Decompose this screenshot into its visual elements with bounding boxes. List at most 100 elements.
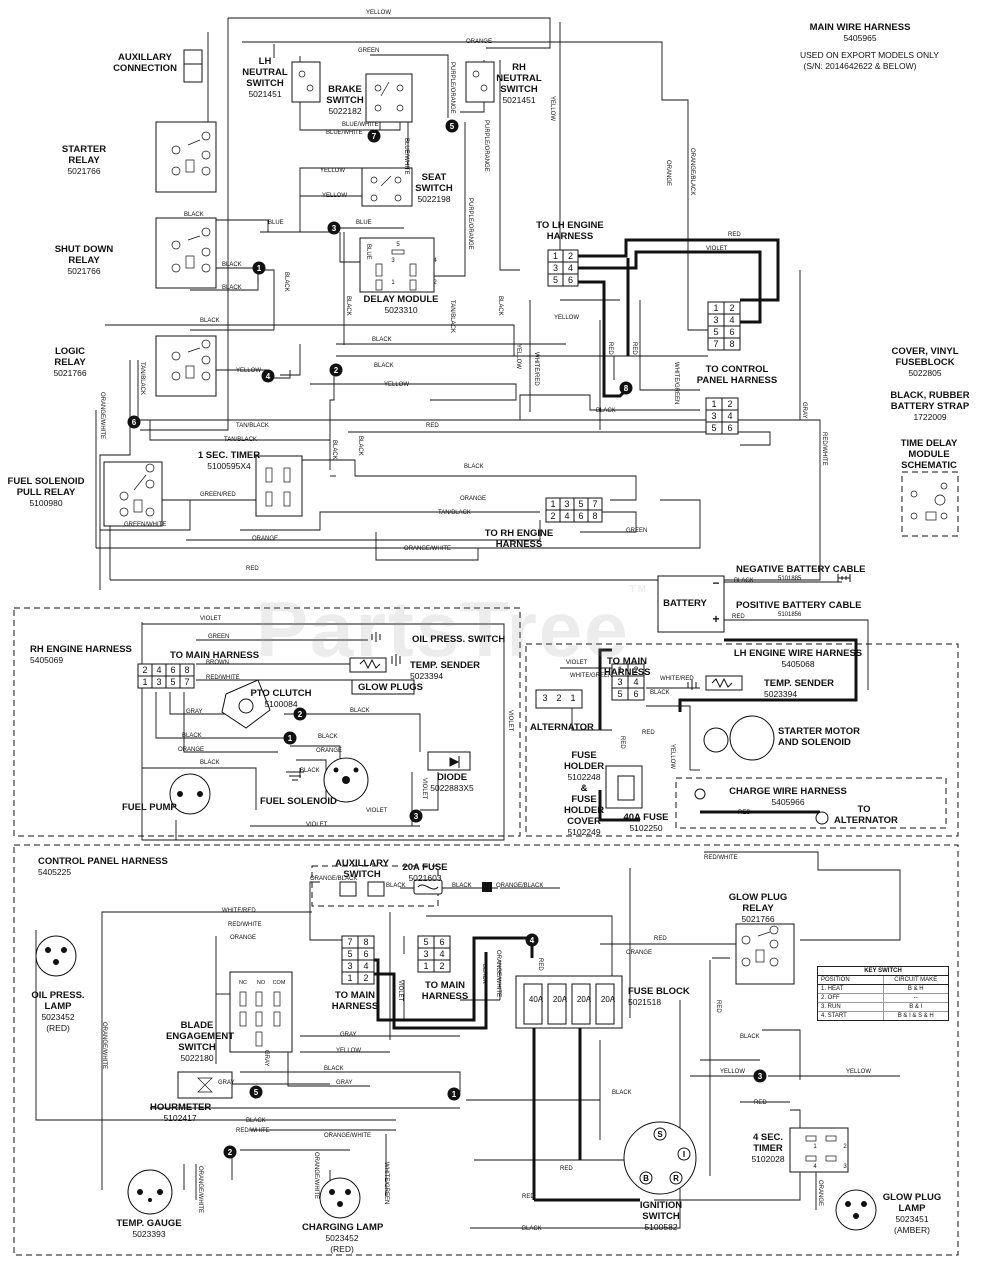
wire-label: BLACK — [734, 578, 754, 584]
wire-label: BLACK — [200, 760, 220, 766]
wire-label: RED — [654, 936, 667, 942]
wire-label: BLACK — [283, 272, 289, 292]
connector-pin: 4 — [156, 665, 162, 675]
junction-number: 3 — [332, 224, 337, 233]
wire-label: BLACK — [222, 262, 242, 268]
rh-engine-harness-label: RH ENGINE HARNESS 5405069 — [30, 644, 132, 665]
wire-label: BLACK — [612, 1090, 632, 1096]
wire-label: VIOLET — [397, 980, 403, 1002]
wire-label: GREEN — [208, 634, 230, 640]
junction-number: 1 — [288, 734, 293, 743]
junction-marker — [249, 1085, 263, 1099]
wire-label: RED/WHITE — [206, 675, 240, 681]
oil-press-lamp-label: OIL PRESS.LAMP 5023452 (RED) — [31, 990, 85, 1033]
connector-pin: 7 — [592, 499, 598, 509]
connector-pin: 20A — [552, 995, 568, 1004]
wire-label: ORANGE/WHITE — [313, 1152, 319, 1200]
wire-label: ORANGE/BLACK — [496, 883, 544, 889]
wire-label: TAN/BLACK — [449, 300, 455, 333]
junction-number: 2 — [298, 710, 303, 719]
ignition-terminal: S — [657, 1130, 663, 1139]
wire-label: TAN/BLACK — [224, 437, 257, 443]
connector-pin: 5 — [578, 499, 584, 509]
wire-label: BLACK — [357, 436, 363, 456]
connector-pin: 4 — [439, 949, 445, 959]
connector-pin: 1 — [550, 499, 556, 509]
junction-number: 6 — [132, 418, 137, 427]
connector-pin: 4 — [633, 677, 639, 687]
connector-pin: 4 — [363, 961, 369, 971]
wire-label: BLUE/WHITE — [326, 130, 363, 136]
wire-label: WHITE/RED — [533, 352, 539, 386]
wire-label: YELLOW — [236, 368, 262, 374]
connector-pin: 5 — [552, 275, 558, 285]
key-switch-row: 2. OFF-- — [818, 994, 948, 1003]
wire-label: RED — [522, 1194, 535, 1200]
wire-label: ORANGE — [252, 536, 279, 542]
connector-pin: 6 — [567, 275, 573, 285]
temp-gauge-label: TEMP. GAUGE 5023393 — [116, 1218, 182, 1239]
wire-label: BLACK — [222, 285, 242, 291]
delay-module-label: DELAY MODULE 5023310 — [363, 294, 439, 315]
wire-label: ORANGE — [230, 935, 257, 941]
wire-label: TAN/BLACK — [236, 423, 269, 429]
wire-label: VIOLET — [200, 616, 222, 622]
wire-label: RED — [607, 342, 613, 355]
connector-pin: 7 — [347, 937, 353, 947]
wire-label: BLACK — [372, 337, 392, 343]
fuse-20a-label: 20A FUSE 5021603 — [402, 862, 448, 883]
wire-label: RED — [246, 566, 259, 572]
connector-pin: 6 — [439, 937, 445, 947]
diode-label: DIODE 5022883X5 — [430, 772, 474, 793]
watermark: PartsTreeTM — [256, 584, 649, 673]
wire-label: BLACK — [246, 1118, 266, 1124]
connector-pin: 3 — [542, 693, 548, 703]
wire-label: ORANGE — [178, 747, 205, 753]
junction-number: 3 — [414, 812, 419, 821]
junction-marker — [252, 261, 266, 275]
junction-marker — [283, 731, 297, 745]
wire-label: BLACK — [481, 964, 487, 984]
junction-marker — [127, 415, 141, 429]
wire-label: VIOLET — [706, 246, 728, 252]
wire-label: BLACK — [386, 883, 406, 889]
wire-label: ORANGE — [626, 950, 653, 956]
wire-label: BLUE — [356, 220, 372, 226]
wire-label: BLACK — [300, 768, 320, 774]
wire-label: RED — [642, 730, 655, 736]
pto-clutch-label: PTO CLUTCH 5100084 — [250, 688, 312, 709]
connector-pin: 3 — [617, 677, 623, 687]
wire-label: BLUE — [268, 220, 284, 226]
junction-number: 1 — [452, 1090, 457, 1099]
wire-label: RED — [560, 1166, 573, 1172]
junction-marker — [525, 933, 539, 947]
junction-marker — [447, 1087, 461, 1101]
connector-pin: 3 — [713, 315, 719, 325]
wire-label: BLACK — [596, 408, 616, 414]
timer-4sec-label: 4 SEC.TIMER 5102028 — [751, 1132, 785, 1164]
charging-lamp-label: CHARGING LAMP 5023452 (RED) — [302, 1222, 384, 1254]
wire-label: BLACK — [374, 363, 394, 369]
connector-pin: 7 — [713, 339, 719, 349]
wire-label: TAN/BLACK — [438, 510, 471, 516]
wire-label: TAN/BLACK — [139, 362, 145, 395]
wire-label: RED — [754, 1100, 767, 1106]
connector-pin: 2 — [363, 973, 369, 983]
wire-label: ORANGE — [460, 496, 487, 502]
connector-pin: 8 — [363, 937, 369, 947]
wire-label: RED — [619, 736, 625, 749]
connector-pin: 2 — [550, 511, 556, 521]
wire-label: BLACK — [318, 734, 338, 740]
wire-label: BLACK — [350, 708, 370, 714]
